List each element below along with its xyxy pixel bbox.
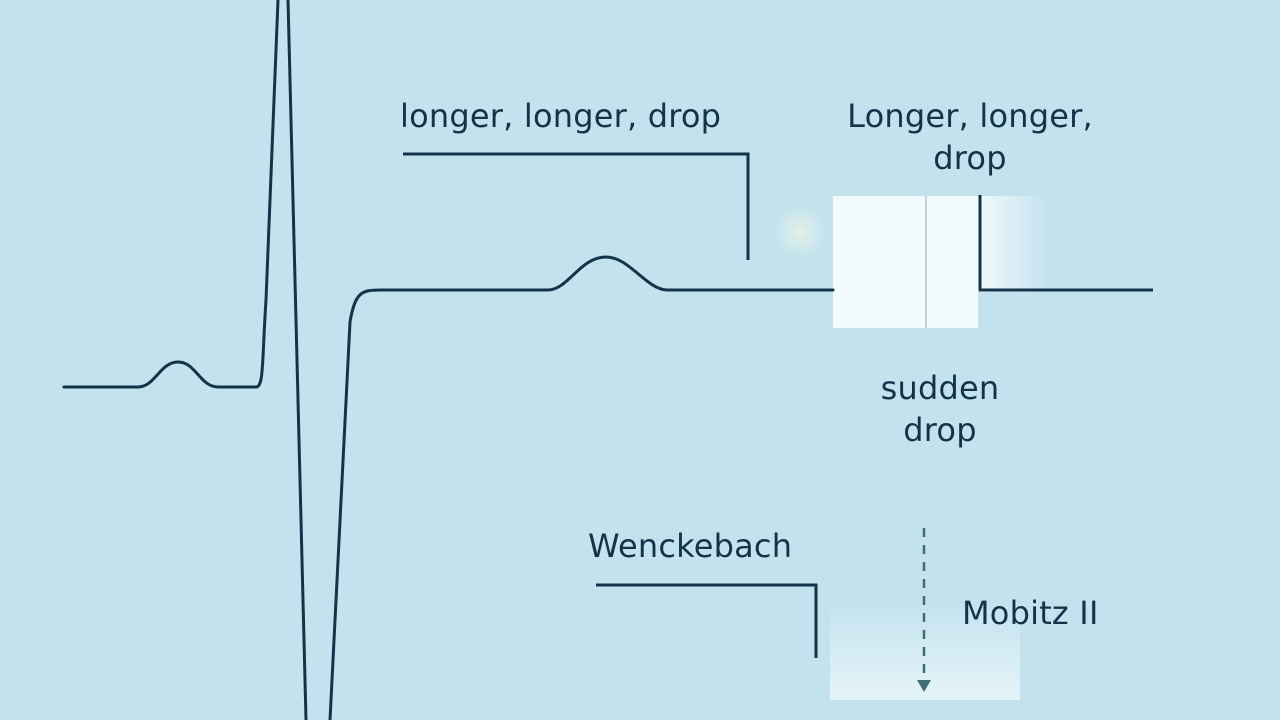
highlight-panel bbox=[833, 196, 978, 328]
highlight-panel-fade bbox=[978, 196, 1048, 292]
label-longer-longer-drop-wenckebach: longer, longer, drop bbox=[400, 97, 722, 135]
bracket-longer bbox=[403, 152, 750, 260]
arrow-down-icon bbox=[917, 680, 931, 692]
glow-spot bbox=[770, 202, 830, 262]
label-mobitz-ii: Mobitz II bbox=[962, 594, 1099, 632]
label-wenckebach: Wenckebach bbox=[588, 527, 793, 565]
label-sudden-drop: sudden drop bbox=[880, 369, 1000, 449]
bracket-wenckebach bbox=[596, 583, 818, 658]
ecg-trace bbox=[62, 0, 835, 720]
label-longer-longer-drop: Longer, longer, drop bbox=[847, 97, 1093, 177]
ecg-trace-after-drop bbox=[978, 195, 1153, 292]
